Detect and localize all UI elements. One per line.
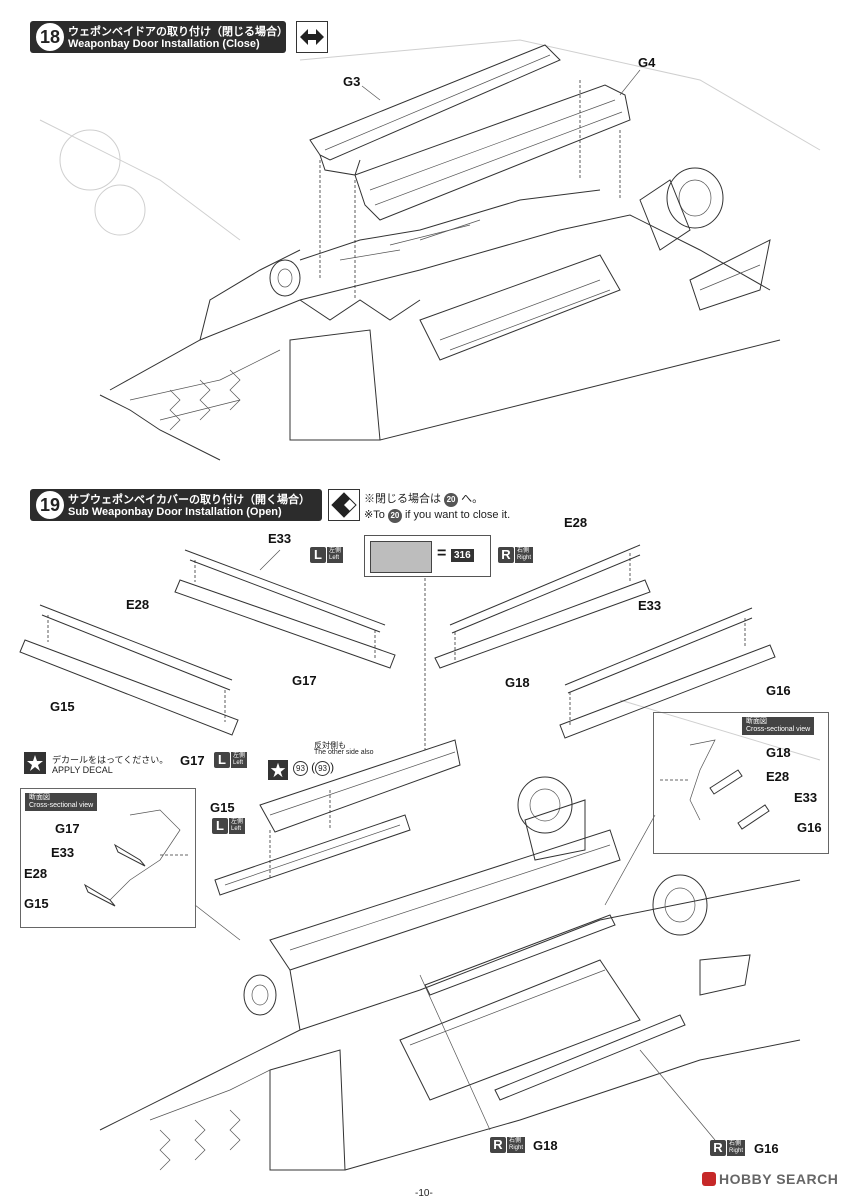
checker-icon: [328, 489, 360, 521]
inset-left-e28: E28: [24, 866, 48, 881]
part-label-e33-right: E33: [638, 598, 662, 613]
inset-right-e33: E33: [794, 790, 818, 805]
cross-section-inset-left: 断面図 Cross-sectional view G17 E33 E28 G15: [20, 788, 196, 928]
decal-star-icon: [24, 752, 46, 774]
part-label-e28-right: E28: [564, 515, 588, 530]
inset-left-g15: G15: [24, 896, 49, 911]
step18-drawing: [99, 44, 781, 461]
paint-code: 316: [451, 549, 474, 562]
hobby-search-logo-icon: [702, 1172, 716, 1186]
part-label-e33-left: E33: [268, 531, 292, 546]
step18-title-en: Weaponbay Door Installation (Close): [68, 38, 260, 50]
part-label-g18: G18: [505, 675, 530, 690]
step19-drawing: [19, 544, 801, 1171]
inset-left-e33: E33: [51, 845, 75, 860]
inset-right-g18: G18: [766, 745, 791, 760]
cross-section-inset-right: 断面図 Cross-sectional view G18 E28 E33 G16: [653, 712, 829, 854]
watermark: HOBBY SEARCH: [702, 1171, 838, 1187]
step18-title-jp: ウェポンベイドアの取り付け（閉じる場合）: [68, 26, 288, 38]
decal-star-icon-2: [268, 760, 288, 780]
step18-number: 18: [34, 21, 66, 53]
page-number: -10-: [415, 1188, 433, 1199]
part-label-g16: G16: [766, 683, 791, 698]
part-label-g3: G3: [343, 74, 361, 89]
step18-header: 18 ウェポンベイドアの取り付け（閉じる場合） Weaponbay Door I…: [30, 21, 288, 53]
inset-left-g17: G17: [55, 821, 80, 836]
part-label-e28-left: E28: [126, 597, 150, 612]
part-label-g15-door: G15: [210, 800, 235, 815]
step-ref-20-icon: 20: [444, 493, 459, 507]
part-label-g18-bottom: G18: [533, 1138, 558, 1153]
flip-arrow-icon: [296, 21, 328, 53]
step-ref-20-icon: 20: [387, 509, 402, 523]
decal-ref-93-alt: 93: [315, 761, 331, 776]
part-label-g17: G17: [292, 673, 317, 688]
other-side-en: The other side also: [314, 749, 374, 756]
part-label-g4: G4: [638, 55, 656, 70]
apply-decal-jp: デカールをはってください。: [52, 755, 169, 765]
part-label-g16-bottom: G16: [754, 1141, 779, 1156]
inset-right-e28: E28: [766, 769, 790, 784]
close-note-en: ※To 20 if you want to close it.: [364, 509, 511, 523]
decal-refs: 93 (93): [293, 760, 334, 776]
step19-title-en: Sub Weaponbay Door Installation (Open): [68, 506, 282, 518]
other-side-jp: 反対側も: [314, 741, 346, 750]
decal-ref-93: 93: [293, 761, 308, 776]
apply-decal-en: APPLY DECAL: [52, 765, 113, 775]
part-label-g15: G15: [50, 699, 75, 714]
step19-header: 19 サブウェポンベイカバーの取り付け（開く場合） Sub Weaponbay …: [30, 489, 322, 521]
paint-equals: =: [437, 545, 447, 562]
step19-title-jp: サブウェポンベイカバーの取り付け（開く場合）: [68, 494, 310, 506]
paint-swatch: [370, 541, 432, 573]
inset-right-g16: G16: [797, 820, 822, 835]
paint-box: = 316: [364, 535, 491, 577]
part-label-g17-door: G17: [180, 753, 205, 768]
step19-number: 19: [34, 489, 66, 521]
close-note-jp: ※閉じる場合は 20 へ。: [364, 493, 484, 507]
